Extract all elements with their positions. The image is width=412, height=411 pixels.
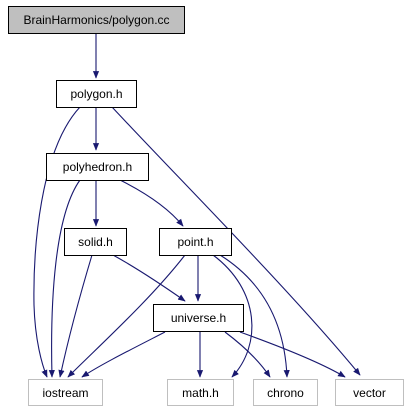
edge-point-to-iostream (67, 254, 186, 378)
edge-point-to-math (212, 254, 253, 378)
node-iostream[interactable]: iostream (28, 379, 103, 406)
node-label-chrono: chrono (267, 386, 304, 400)
node-polygon[interactable]: polygon.h (56, 80, 137, 108)
node-label-polyhedron: polyhedron.h (63, 160, 132, 174)
edge-point-to-chrono (219, 254, 290, 378)
node-point[interactable]: point.h (159, 228, 232, 256)
node-root[interactable]: BrainHarmonics/polygon.cc (8, 6, 185, 34)
edge-polyhedron-to-iostream (48, 179, 81, 378)
edge-universe-to-iostream (81, 331, 166, 378)
node-label-solid: solid.h (78, 235, 113, 249)
node-label-polygon: polygon.h (70, 87, 122, 101)
node-polyhedron[interactable]: polyhedron.h (46, 153, 149, 181)
edge-polygon-to-iostream (33, 106, 81, 378)
edge-universe-to-vector (239, 331, 346, 378)
edges-group (33, 33, 361, 378)
nodes-group: BrainHarmonics/polygon.cc polygon.h poly… (8, 6, 404, 406)
node-math[interactable]: math.h (167, 379, 234, 406)
node-label-root: BrainHarmonics/polygon.cc (23, 13, 169, 27)
node-label-universe: universe.h (171, 311, 226, 325)
edge-universe-to-chrono (224, 331, 271, 378)
node-chrono[interactable]: chrono (253, 379, 318, 406)
node-label-point: point.h (177, 235, 213, 249)
edge-polygon-to-vector (111, 106, 361, 376)
node-solid[interactable]: solid.h (64, 228, 127, 256)
edge-solid-to-iostream (58, 254, 93, 378)
node-vector[interactable]: vector (335, 379, 404, 406)
node-universe[interactable]: universe.h (153, 304, 244, 332)
node-label-math: math.h (182, 386, 219, 400)
node-label-vector: vector (353, 386, 386, 400)
edge-solid-to-universe (112, 254, 186, 302)
node-label-iostream: iostream (42, 386, 88, 400)
edge-polyhedron-to-point (119, 179, 184, 227)
